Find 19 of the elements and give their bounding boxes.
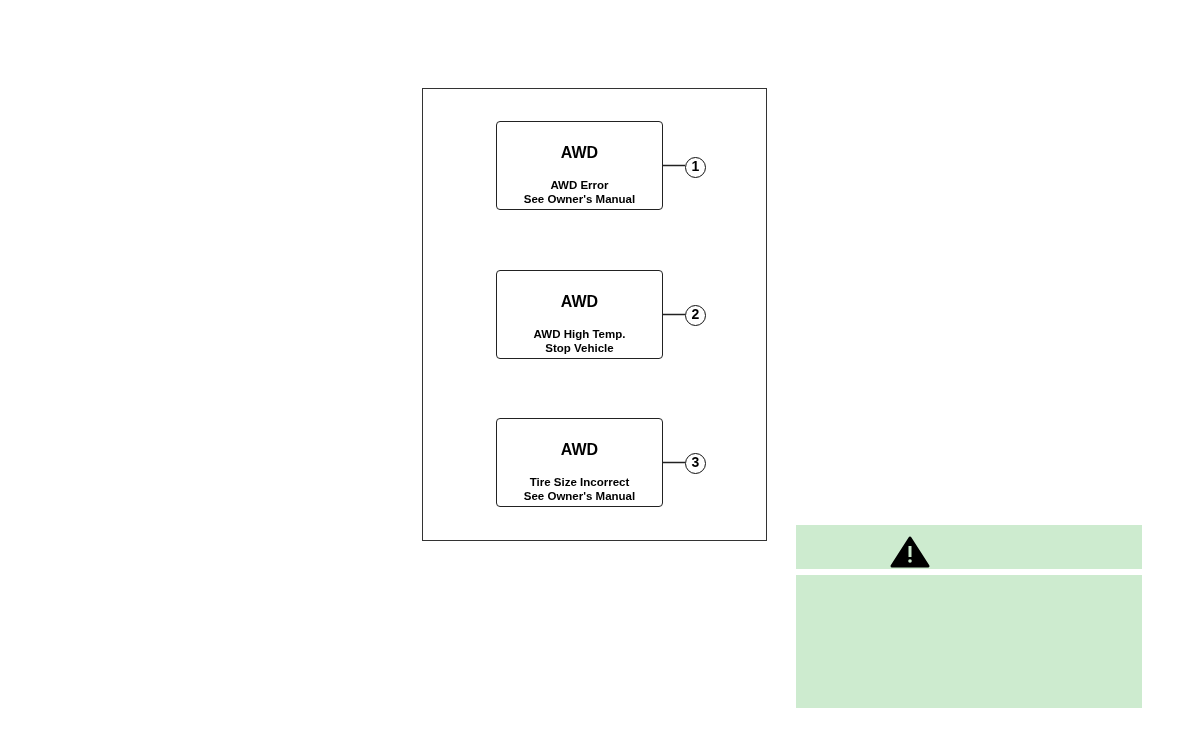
figure-frame	[422, 88, 767, 541]
display-screen	[496, 270, 663, 359]
display-message: AWD High Temp.	[532, 328, 627, 340]
leader-line	[662, 313, 686, 316]
leader-line	[662, 461, 686, 464]
callout-number: 1	[685, 157, 706, 178]
callout-number: 3	[685, 453, 706, 474]
display-message: See Owner's Manual	[522, 193, 637, 205]
callout-number: 2	[685, 305, 706, 326]
display-screen	[496, 418, 663, 507]
display-message: See Owner's Manual	[522, 490, 637, 502]
display-heading: AWD	[559, 144, 600, 162]
leader-line	[662, 164, 686, 167]
display-heading: AWD	[559, 293, 600, 311]
display-heading: AWD	[559, 441, 600, 459]
display-message: AWD Error	[549, 179, 610, 191]
display-message: Stop Vehicle	[544, 342, 615, 354]
display-screen	[496, 121, 663, 210]
display-message: Tire Size Incorrect	[528, 476, 631, 488]
